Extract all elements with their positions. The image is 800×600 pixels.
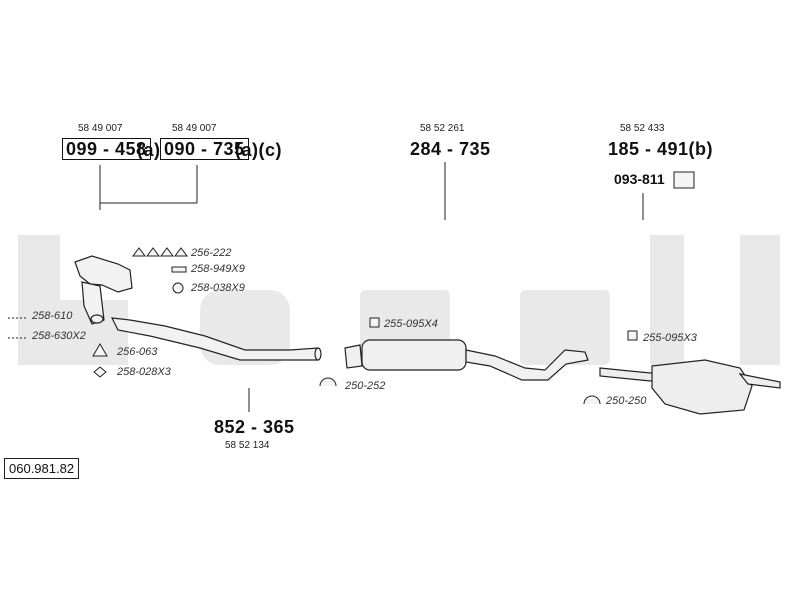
group-2-suffix: (a)(c) <box>235 140 282 160</box>
group-1-code[interactable]: 099 - 458 <box>62 138 151 160</box>
group-3-code[interactable]: 284 - 735 <box>410 139 491 159</box>
part-label[interactable]: 255-095X4 <box>384 318 438 330</box>
group-6-code[interactable]: 852 - 365 <box>214 417 295 437</box>
front-section-drawing <box>74 255 322 361</box>
group-2-code[interactable]: 090 - 735 <box>160 138 249 160</box>
leader-lines <box>8 162 644 412</box>
part-label[interactable]: 250-250 <box>606 395 647 407</box>
group-5-code[interactable]: 093-811 <box>614 171 665 187</box>
part-label[interactable]: 250-252 <box>345 380 386 392</box>
part-label[interactable]: 256-063 <box>117 346 158 358</box>
part-label[interactable]: 258-610 <box>32 310 73 322</box>
group-6-sub: 58 52 134 <box>225 440 270 451</box>
part-label[interactable]: 258-630X2 <box>32 330 86 342</box>
group-4-code[interactable]: 185 - 491(b) <box>608 139 714 159</box>
part-label[interactable]: 258-028X3 <box>117 366 171 378</box>
group-3-sub: 58 52 261 <box>420 123 465 134</box>
part-label[interactable]: 256-222 <box>191 247 232 259</box>
group-4-sub: 58 52 433 <box>620 123 665 134</box>
part-label[interactable]: 255-095X3 <box>643 332 697 344</box>
part-label[interactable]: 258-038X9 <box>191 282 245 294</box>
group-1-suffix: (a) <box>137 140 161 160</box>
group-1-sub: 58 49 007 <box>78 123 123 134</box>
group-2-sub: 58 49 007 <box>172 123 217 134</box>
reference-number: 060.981.82 <box>4 458 80 479</box>
rear-section-drawing <box>599 359 781 415</box>
hardware-icons <box>92 171 695 405</box>
watermark-bosal <box>18 235 780 365</box>
part-label[interactable]: 258-949X9 <box>191 263 245 275</box>
middle-section-drawing <box>344 339 589 381</box>
